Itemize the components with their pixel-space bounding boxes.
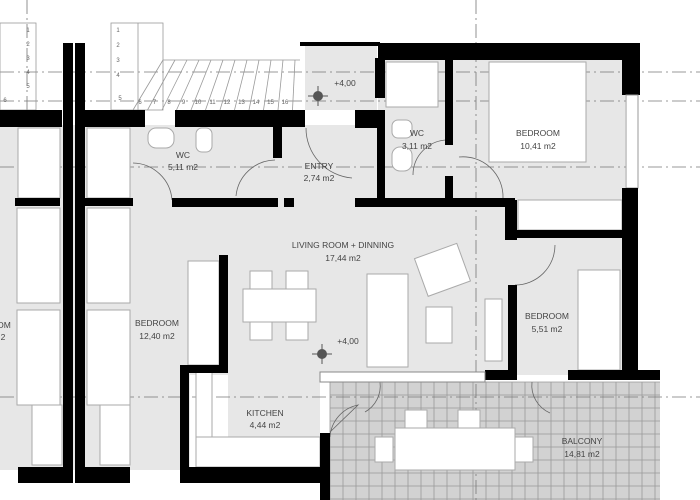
level-marker-icon xyxy=(312,344,332,364)
stair-number: 12 xyxy=(224,100,231,106)
room-area: 14,81 m2 xyxy=(564,449,600,459)
staircase xyxy=(0,22,300,111)
sink xyxy=(147,127,175,149)
stair-number: 5 xyxy=(26,84,30,90)
stair-number: 6 xyxy=(138,100,142,106)
room-name: BEDROOM xyxy=(525,311,569,321)
stair-number: 2 xyxy=(26,42,30,48)
room-area: 2,74 m2 xyxy=(304,173,335,183)
single-bed xyxy=(577,269,621,371)
furniture xyxy=(16,61,623,471)
stair-step xyxy=(234,59,248,111)
stair-number: 1 xyxy=(26,28,30,34)
toilet xyxy=(195,127,213,153)
armchair xyxy=(413,242,472,297)
balcony-table xyxy=(394,427,516,471)
stair-number: 15 xyxy=(267,100,274,106)
level-label: +4,00 xyxy=(334,78,356,88)
stair-step xyxy=(205,59,224,111)
bed xyxy=(16,207,61,304)
level-marker-icon xyxy=(308,86,328,106)
room-name: KITCHEN xyxy=(246,408,283,418)
room-area: 3,11 m2 xyxy=(402,141,432,151)
stair-number: 1 xyxy=(116,28,120,34)
room-name: BEDROOM xyxy=(516,128,560,138)
sink xyxy=(391,146,413,172)
stair-step xyxy=(219,59,236,111)
stair-step xyxy=(277,59,284,111)
stair-number: 4 xyxy=(26,70,30,76)
coffee-table xyxy=(425,306,453,344)
toilet xyxy=(391,119,413,139)
room-area: 17,44 m2 xyxy=(325,253,361,263)
room-area: 5,11 m2 xyxy=(168,162,198,172)
stair-number: 2 xyxy=(116,43,120,49)
bathtub xyxy=(17,127,61,199)
door-swings xyxy=(132,127,556,438)
bathtub xyxy=(86,127,131,199)
room-area: 5,51 m2 xyxy=(532,324,563,334)
stair-number: 3 xyxy=(116,58,120,64)
bed xyxy=(86,207,131,304)
stair-number: 10 xyxy=(195,100,202,106)
room-labels: WC 5,11 m2 ENTRY 2,74 m2 WC 3,11 m2 BEDR… xyxy=(0,78,603,459)
stair-step xyxy=(263,59,272,111)
stair-step xyxy=(292,59,296,111)
bed xyxy=(16,309,61,406)
stair-number: 5 xyxy=(118,96,122,102)
stair-step xyxy=(161,59,188,111)
stair-number: 13 xyxy=(238,100,245,106)
sofa xyxy=(366,273,409,368)
stair-number: 9 xyxy=(182,100,186,106)
room-name: BEDROOM xyxy=(135,318,179,328)
stair-number: 14 xyxy=(253,100,260,106)
bed xyxy=(86,309,131,406)
double-bed xyxy=(488,61,587,163)
room-name: LIVING ROOM + DINNING xyxy=(292,240,394,250)
tv-unit xyxy=(484,298,503,362)
stair-number: 6 xyxy=(3,98,7,104)
partial-room-area: 2 xyxy=(1,332,6,342)
stair-number: 8 xyxy=(167,100,171,106)
room-area: 10,41 m2 xyxy=(520,141,556,151)
stair-step xyxy=(147,59,176,111)
partial-room-name: OM xyxy=(0,320,11,330)
wardrobe xyxy=(187,260,220,366)
stair-number: 7 xyxy=(153,100,157,106)
walls xyxy=(0,42,660,500)
room-name: WC xyxy=(410,128,424,138)
room-name: WC xyxy=(176,150,190,160)
room-area: 4,44 m2 xyxy=(250,420,281,430)
room-area: 12,40 m2 xyxy=(139,331,175,341)
stair-number: 11 xyxy=(209,100,216,106)
level-label: +4,00 xyxy=(337,336,359,346)
dining-table xyxy=(242,288,317,323)
stair-step xyxy=(248,59,260,111)
stair-number: 4 xyxy=(116,73,120,79)
stair-number: 16 xyxy=(282,100,289,106)
stair-step xyxy=(176,59,200,111)
stair-step xyxy=(190,59,212,111)
room-name: BALCONY xyxy=(562,436,603,446)
stair-step xyxy=(132,59,164,111)
room-name: ENTRY xyxy=(305,161,334,171)
stair-number: 3 xyxy=(26,56,30,62)
shower xyxy=(385,61,439,108)
